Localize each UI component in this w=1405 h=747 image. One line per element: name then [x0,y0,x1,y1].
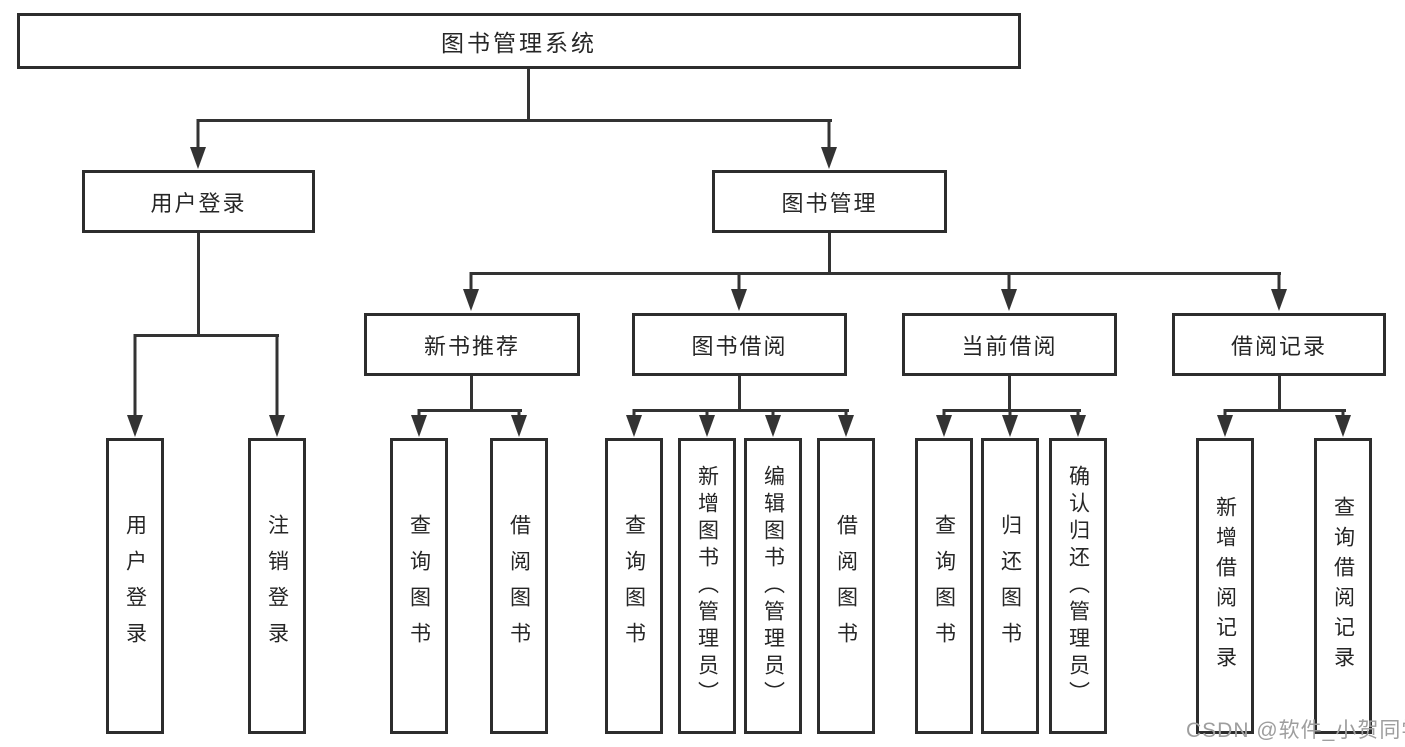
leaf-query-books-1: 查询图书 [390,438,448,734]
arrow-to-leaf-confirm-return [1070,409,1086,437]
leaf-borrow-books-1-label: 借阅图书 [507,514,531,658]
arrow-to-leaf-borrow-books-1 [511,409,527,437]
connector-book-management-trunk [828,231,831,274]
leaf-query-books-1-label: 查询图书 [407,514,431,658]
leaf-user-login: 用户登录 [106,438,164,734]
leaf-edit-book-admin-label: 编辑图书（管理员） [761,464,785,708]
node-root-label: 图书管理系统 [441,30,597,56]
node-book-management: 图书管理 [712,170,947,233]
leaf-query-books-3-label: 查询图书 [932,514,956,658]
arrow-to-leaf-query-books-2 [626,409,642,437]
arrow-to-leaf-logout [269,334,285,437]
node-user-login: 用户登录 [82,170,315,233]
leaf-query-books-3: 查询图书 [915,438,973,734]
connector-user-login-trunk [197,231,200,336]
arrow-to-book-borrow [731,272,747,311]
arrow-to-leaf-add-book [699,409,715,437]
arrow-to-current-borrow [1001,272,1017,311]
leaf-add-borrow-record-label: 新增借阅记录 [1213,496,1237,676]
connector-root-branch [198,119,832,122]
leaf-confirm-return-admin-label: 确认归还（管理员） [1066,464,1090,708]
arrow-to-leaf-query-books-1 [411,409,427,437]
leaf-query-borrow-record: 查询借阅记录 [1314,438,1372,734]
connector-root-trunk [527,68,530,121]
leaf-query-books-2: 查询图书 [605,438,663,734]
leaf-borrow-books-1: 借阅图书 [490,438,548,734]
leaf-confirm-return-admin: 确认归还（管理员） [1049,438,1107,734]
leaf-query-books-2-label: 查询图书 [622,514,646,658]
connector-book-management-branch [471,272,1281,275]
leaf-add-book-admin-label: 新增图书（管理员） [695,464,719,708]
node-book-borrow: 图书借阅 [632,313,847,376]
arrow-to-leaf-query-record [1335,409,1351,437]
watermark: CSDN @软件_小贺同学 [1186,719,1405,742]
node-root: 图书管理系统 [17,13,1021,69]
connector-current-borrow-branch [944,409,1081,412]
arrow-to-leaf-user-login [127,334,143,437]
leaf-logout-label: 注销登录 [265,514,289,658]
leaf-query-borrow-record-label: 查询借阅记录 [1331,496,1355,676]
arrow-to-leaf-query-books-3 [936,409,952,437]
leaf-return-book: 归还图书 [981,438,1039,734]
node-new-book-recommend-label: 新书推荐 [423,333,520,359]
node-current-borrow-label: 当前借阅 [961,333,1058,359]
node-borrow-records: 借阅记录 [1172,313,1386,376]
arrow-to-leaf-edit-book [765,409,781,437]
connector-new-book-branch [419,409,522,412]
node-new-book-recommend: 新书推荐 [364,313,580,376]
node-book-borrow-label: 图书借阅 [691,333,788,359]
connector-user-login-branch [135,334,279,337]
connector-new-book-trunk [470,374,473,411]
node-borrow-records-label: 借阅记录 [1230,333,1327,359]
node-user-login-label: 用户登录 [150,190,247,216]
arrow-to-leaf-borrow-books-2 [838,409,854,437]
leaf-borrow-books-2: 借阅图书 [817,438,875,734]
connector-borrow-records-trunk [1278,374,1281,411]
arrow-to-borrow-records [1271,272,1287,311]
leaf-return-book-label: 归还图书 [998,514,1022,658]
connector-book-borrow-branch [634,409,849,412]
connector-current-borrow-trunk [1008,374,1011,411]
connector-borrow-records-branch [1225,409,1346,412]
connector-book-borrow-trunk [738,374,741,411]
node-book-management-label: 图书管理 [781,190,878,216]
arrow-to-leaf-return-book [1002,409,1018,437]
arrow-to-leaf-add-record [1217,409,1233,437]
arrow-to-book-management [821,119,837,169]
leaf-add-borrow-record: 新增借阅记录 [1196,438,1254,734]
leaf-add-book-admin: 新增图书（管理员） [678,438,736,734]
leaf-logout: 注销登录 [248,438,306,734]
leaf-borrow-books-2-label: 借阅图书 [834,514,858,658]
arrow-to-user-login [190,119,206,169]
arrow-to-new-book-recommend [463,272,479,311]
leaf-user-login-label: 用户登录 [123,514,147,658]
node-current-borrow: 当前借阅 [902,313,1117,376]
leaf-edit-book-admin: 编辑图书（管理员） [744,438,802,734]
